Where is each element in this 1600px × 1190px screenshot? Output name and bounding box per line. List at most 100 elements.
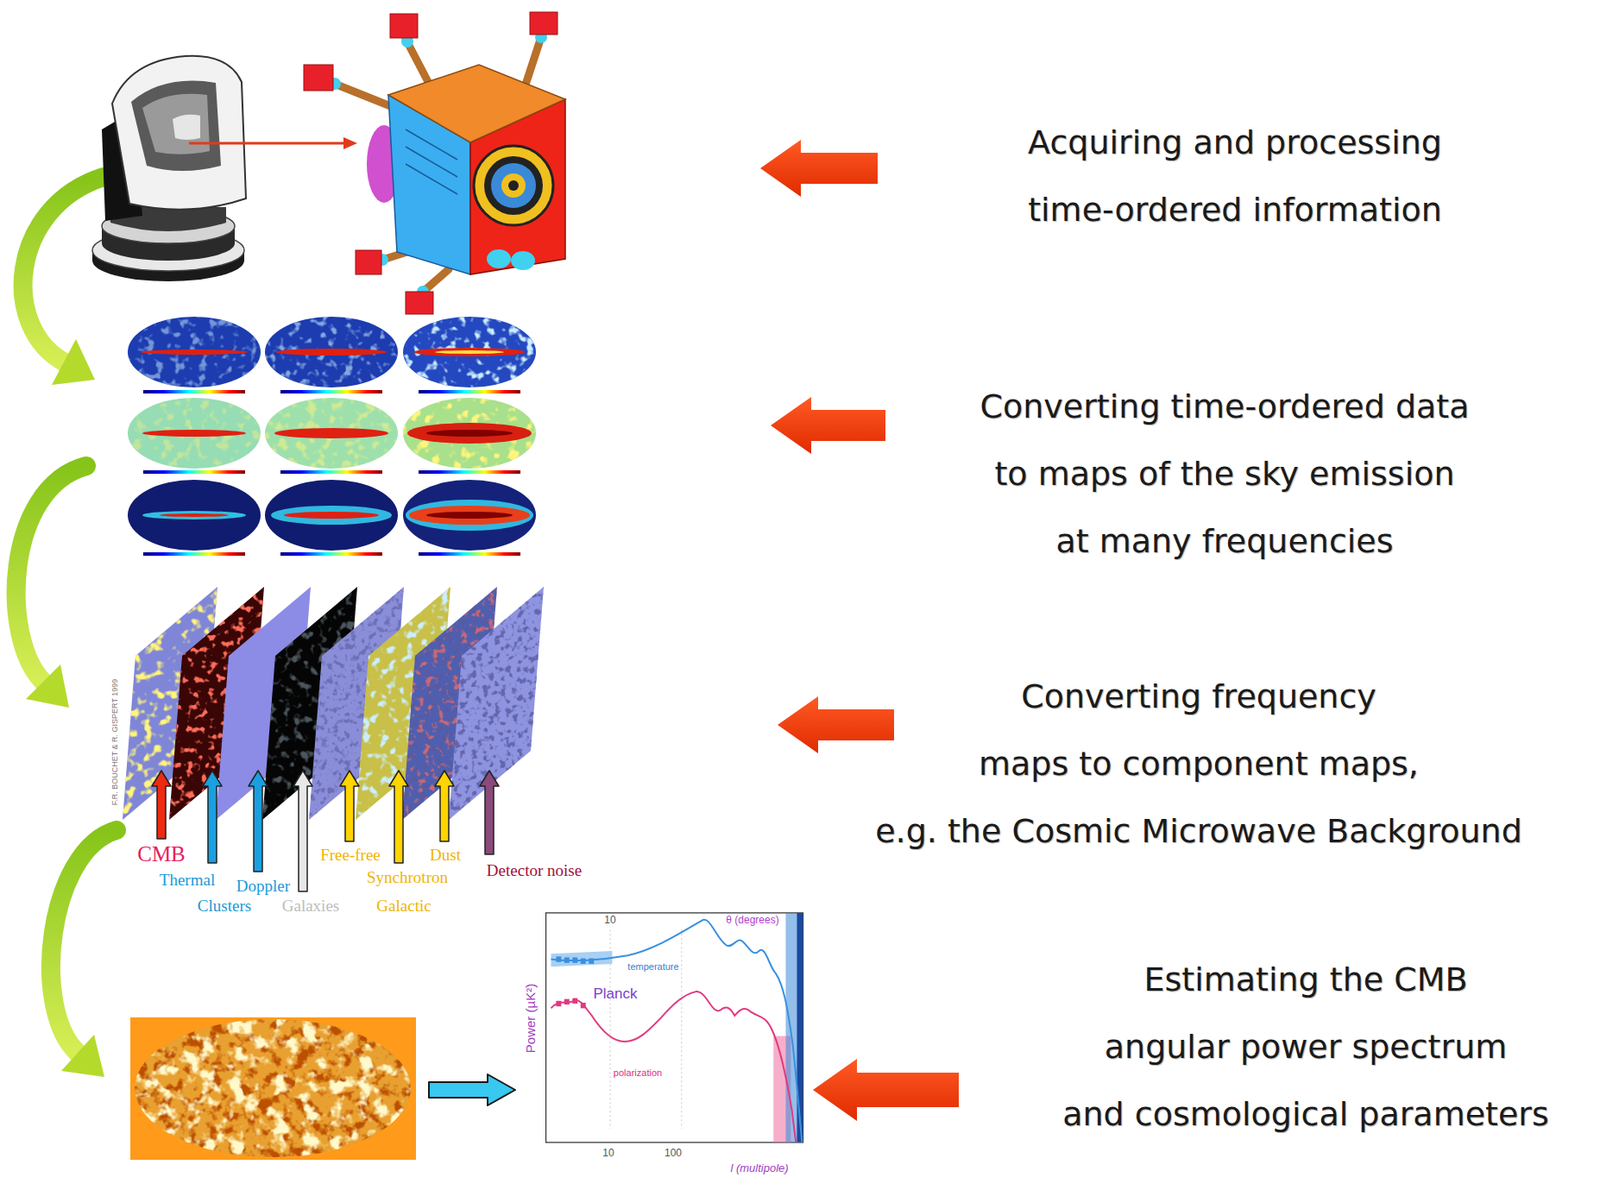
focal-plane — [303, 12, 558, 315]
sky-map — [283, 511, 379, 519]
stage-text: Estimating the CMB angular power spectru… — [1062, 945, 1550, 1148]
group-label: Clusters — [197, 896, 252, 916]
curve-label: temperature — [627, 961, 679, 973]
flow-arrow — [50, 830, 117, 1053]
component-arrow — [151, 770, 499, 892]
color-bar — [143, 470, 246, 474]
power-spectrum-plot — [680, 929, 682, 1129]
stage-arrow — [770, 396, 886, 454]
sky-map — [405, 499, 534, 531]
sky-map — [414, 347, 525, 357]
component-arrow — [479, 770, 499, 855]
tick-label: 10 — [604, 914, 616, 927]
power-spectrum-plot — [785, 913, 803, 1143]
focal-plane — [303, 64, 334, 91]
satellite — [92, 56, 246, 282]
power-spectrum-plot — [796, 913, 803, 1143]
component-arrow — [340, 770, 360, 842]
component-arrow — [434, 770, 454, 842]
sky-map — [274, 428, 389, 439]
focal-plane — [303, 12, 566, 315]
sky-map — [264, 397, 398, 469]
focal-plane — [510, 251, 536, 271]
sky-map — [276, 348, 387, 356]
focal-plane — [486, 249, 511, 269]
focal-plane — [405, 291, 434, 315]
cmb-map — [130, 1017, 416, 1160]
cmb-map — [134, 1019, 411, 1158]
flow-arrow — [16, 466, 87, 682]
tick-label: 100 — [664, 1147, 682, 1160]
sky-map — [434, 350, 504, 354]
component-label: Synchrotron — [366, 868, 448, 888]
sky-map — [127, 397, 261, 469]
sky-map — [264, 316, 398, 388]
sky-map — [142, 510, 246, 520]
axis-label: Power (µK²) — [522, 983, 538, 1053]
focal-plane — [405, 129, 458, 195]
component-label: Galaxies — [282, 896, 340, 916]
color-bar — [143, 390, 521, 556]
component-label: Thermal — [159, 870, 215, 890]
stage-arrow — [760, 139, 959, 1122]
focal-plane — [529, 12, 558, 35]
sky-map — [270, 505, 392, 525]
color-bar — [143, 390, 246, 394]
plot-title: Planck — [592, 985, 637, 1003]
stage-arrow — [777, 696, 895, 754]
color-bar — [143, 552, 246, 556]
component-label: Free-free — [320, 845, 381, 865]
power-spectrum-plot — [550, 913, 803, 1143]
cmb-map — [134, 1019, 411, 1158]
pointer-arrow — [188, 137, 358, 150]
stage-text: Converting frequency maps to component m… — [875, 662, 1523, 865]
sky-map — [142, 429, 246, 437]
sky-map — [127, 316, 261, 388]
sky-map — [409, 505, 530, 525]
satellite — [131, 81, 221, 171]
color-bar — [280, 552, 383, 556]
focal-plane — [473, 145, 554, 226]
sky-map — [264, 316, 398, 388]
flow-arrow — [25, 664, 70, 708]
component-arrow — [389, 770, 409, 863]
focal-plane — [388, 64, 566, 143]
sky-map — [426, 429, 513, 437]
component-label: Dust — [429, 845, 461, 865]
cmb-map — [134, 1019, 411, 1158]
satellite — [172, 114, 201, 140]
focal-plane — [390, 13, 418, 38]
focal-plane — [405, 146, 458, 177]
color-bar — [280, 390, 383, 394]
color-bar — [418, 552, 521, 556]
satellite — [112, 56, 246, 210]
sky-map — [127, 316, 261, 388]
sky-map — [403, 397, 536, 469]
result-arrow — [428, 1074, 516, 1106]
color-bar — [280, 470, 383, 474]
axis-label: θ (degrees) — [725, 914, 779, 927]
flow-arrow — [23, 176, 104, 363]
focal-plane — [355, 250, 382, 275]
sky-map — [264, 397, 398, 469]
power-spectrum-plot — [550, 919, 802, 1143]
flow-arrow — [16, 176, 117, 1078]
sky-map — [403, 397, 536, 469]
component-label: Doppler — [236, 876, 290, 896]
color-bar — [418, 470, 521, 474]
sky-map — [264, 479, 398, 551]
power-spectrum-plot — [546, 913, 804, 1143]
focal-plane — [405, 129, 458, 160]
tick-label: 10 — [602, 1147, 614, 1160]
sky-map — [403, 479, 536, 551]
component-arrow — [293, 770, 313, 892]
color-bar — [418, 390, 521, 394]
power-spectrum-plot — [550, 991, 796, 1143]
cmb-map — [130, 1017, 416, 1160]
focal-plane — [501, 173, 526, 198]
flow-arrow — [51, 339, 95, 385]
stage-text: Acquiring and processing time-ordered in… — [1027, 108, 1443, 244]
power-spectrum-plot — [546, 913, 804, 1143]
